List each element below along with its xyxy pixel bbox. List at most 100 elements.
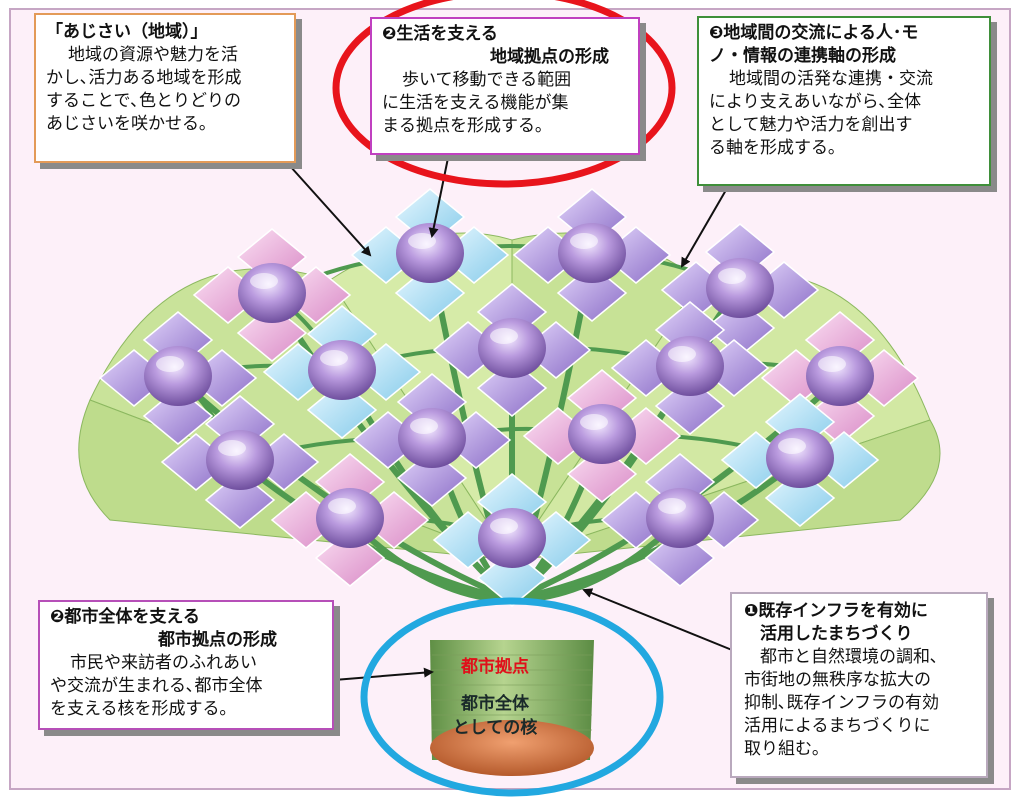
flower-center — [558, 223, 626, 283]
hydrangea-flower-icon — [192, 228, 352, 362]
flower-highlight — [410, 418, 438, 434]
hydrangea-flower-icon — [512, 188, 672, 322]
callout-line: る軸を形成する｡ — [709, 138, 837, 158]
flower-highlight — [328, 498, 356, 514]
callout-life-support-hub: ❷生活を支える 地域拠点の形成 歩いて移動できる範囲 に生活を支える機能が集 ま… — [370, 17, 640, 155]
callout-title: ❷生活を支える — [382, 24, 498, 44]
flower-petal — [394, 264, 466, 322]
callout-title: ノ・情報の連携軸の形成 — [709, 46, 896, 66]
callout-title: ❸地域間の交流による人･モ — [709, 23, 919, 43]
flower-center — [806, 346, 874, 406]
callout-line: 地域間の活発な連携・交流 — [729, 69, 933, 89]
flower-center — [706, 258, 774, 318]
hydrangea-flower-icon — [600, 453, 760, 587]
flower-center — [308, 340, 376, 400]
hydrangea-flower-icon — [432, 283, 592, 417]
callout-line: や交流が生まれる､都市全体 — [50, 676, 263, 696]
flower-highlight — [218, 440, 246, 456]
flower-highlight — [156, 356, 184, 372]
flower-highlight — [570, 233, 598, 249]
callout-line: に生活を支える機能が集 — [382, 93, 569, 113]
flower-petal — [476, 359, 548, 417]
callout-line: により支えあいながら､全体 — [709, 92, 922, 112]
flower-center — [238, 263, 306, 323]
flower-center — [646, 488, 714, 548]
callout-line: 地域の資源や魅力を活 — [68, 45, 238, 65]
flower-petal — [654, 377, 726, 435]
callout-line: あじさいを咲かせる｡ — [46, 114, 208, 134]
hydrangea-flower-icon — [522, 369, 682, 503]
flower-center — [206, 430, 274, 490]
callout-infrastructure: ❶既存インフラを有効に 活用したまちづくり 都市と自然環境の調和､ 市街地の無秩… — [730, 592, 988, 778]
core-title-label: 都市拠点 — [461, 657, 529, 677]
flower-petal — [476, 549, 548, 607]
arrow-life — [428, 157, 449, 238]
flower-petal — [396, 449, 468, 507]
callout-title: 「あじさい（地域）」 — [46, 22, 208, 42]
flower-highlight — [718, 268, 746, 284]
flower-petal — [556, 264, 628, 322]
callout-city-hub: ❷都市全体を支える 都市拠点の形成 市民や来訪者のふれあい や交流が生まれる､都… — [38, 600, 334, 730]
flower-highlight — [658, 498, 686, 514]
core-subtitle-line2: としての核 — [452, 718, 538, 738]
callout-title: ❶既存インフラを有効に — [744, 601, 928, 621]
callout-line: 取り組む｡ — [744, 739, 821, 759]
flower-petal — [306, 381, 378, 439]
flower-center — [478, 508, 546, 568]
flower-highlight — [580, 414, 608, 430]
arrow-infra — [582, 588, 733, 651]
arrow-region — [289, 165, 372, 257]
callout-line: かし､活力ある地域を形成 — [46, 68, 242, 88]
callout-title: ❷都市全体を支える — [50, 607, 200, 627]
trunk — [430, 640, 594, 776]
flower-center — [316, 488, 384, 548]
arrow-axis — [680, 189, 727, 268]
callout-line: 市街地の無秩序な拡大の — [744, 670, 931, 690]
hydrangea-flower-icon — [610, 301, 770, 435]
hydrangea-flowers — [98, 188, 920, 607]
callout-line: 活用によるまちづくりに — [744, 716, 931, 736]
flower-center — [144, 346, 212, 406]
hydrangea-flower-icon — [660, 223, 820, 357]
callout-exchange-axis: ❸地域間の交流による人･モ ノ・情報の連携軸の形成 地域間の活発な連携・交流 に… — [697, 16, 991, 186]
red-highlight-ellipse — [332, 0, 676, 188]
callout-line: 市民や来訪者のふれあい — [70, 653, 257, 673]
hydrangea-flower-icon — [262, 305, 422, 439]
flower-center — [396, 223, 464, 283]
flower-highlight — [490, 328, 518, 344]
flower-center — [398, 408, 466, 468]
hydrangea-flower-icon — [270, 453, 430, 587]
flower-center — [568, 404, 636, 464]
flower-center — [478, 318, 546, 378]
callout-line: を支える核を形成する｡ — [50, 699, 228, 719]
flower-petal — [142, 387, 214, 445]
blue-highlight-ellipse — [360, 597, 664, 797]
callout-line: まる拠点を形成する｡ — [382, 116, 544, 136]
flower-petal — [204, 471, 276, 529]
flower-highlight — [320, 350, 348, 366]
flower-highlight — [250, 273, 278, 289]
callout-title: 活用したまちづくり — [760, 624, 913, 644]
callout-line: 都市と自然環境の調和､ — [760, 647, 939, 667]
hydrangea-flower-icon — [720, 393, 880, 527]
flower-petal — [236, 304, 308, 362]
hydrangea-flower-icon — [160, 395, 320, 529]
callout-title: 地域拠点の形成 — [490, 47, 609, 67]
flower-center — [656, 336, 724, 396]
arrow-city — [333, 667, 434, 681]
flower-petal — [314, 529, 386, 587]
flower-petal — [644, 529, 716, 587]
flower-highlight — [818, 356, 846, 372]
callout-line: 歩いて移動できる範囲 — [402, 70, 572, 90]
hydrangea-flower-icon — [350, 188, 510, 322]
flower-highlight — [778, 438, 806, 454]
flower-highlight — [668, 346, 696, 362]
flower-petal — [566, 445, 638, 503]
pointer-arrows — [289, 157, 733, 681]
callout-line: することで､色とりどりの — [46, 91, 241, 111]
hydrangea-flower-icon — [98, 311, 258, 445]
callout-title: 都市拠点の形成 — [158, 630, 277, 650]
flower-center — [766, 428, 834, 488]
hydrangea-flower-icon — [432, 473, 592, 607]
